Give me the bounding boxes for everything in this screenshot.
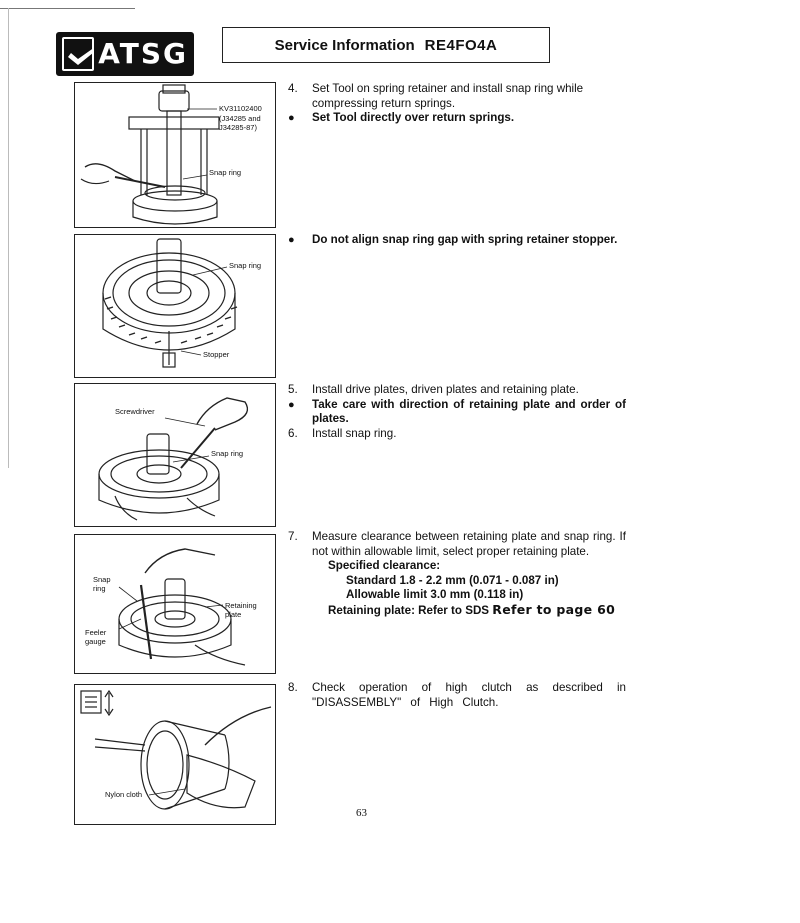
figure-measure-clearance: Snap ring Retaining plate Feeler gauge [74,534,276,674]
page-reference: Refer to page 60 [492,601,616,617]
step-7: 7. Measure clearance between retaining p… [288,530,626,618]
tool-alt-label: (J34285 and [219,114,261,123]
step-number: 8. [288,681,298,694]
snap-ring-label-2: ring [93,584,106,593]
page-title: Service Information [274,36,415,54]
spec-retaining: Retaining plate: Refer to SDS Refer to p… [288,601,626,619]
bullet-icon: ● [288,112,295,124]
figure-snap-ring-gap: Snap ring Stopper [74,234,276,378]
retaining-plate-label-2: plate [225,610,242,619]
spec-label: Specified clearance: [328,559,441,572]
model-code: RE4FO4A [424,36,498,54]
step-text: Measure clearance between retaining plat… [312,530,626,558]
step-number: 7. [288,530,298,543]
step-number: 5. [288,383,298,396]
bullet-icon: ● [288,234,295,246]
snap-ring-gap-note: ● Do not align snap ring gap with spring… [288,233,626,248]
figure-install-snap-ring-tool: KV31102400 (J34285 and J34285-87) Snap r… [74,82,276,228]
step-5: 5. Install drive plates, driven plates a… [288,383,626,441]
atsg-logo: ATSG [56,32,194,76]
step-note: Take care with direction of retaining pl… [312,397,626,426]
tool-illustration [80,84,220,225]
note-text: Do not align snap ring gap with spring r… [312,233,618,246]
snap-ring-label: Snap ring [209,168,242,177]
air-check-illustration [80,689,272,810]
plates-illustration [98,397,249,521]
snap-ring-label: Snap [93,575,111,584]
tool-alt-label-2: J34285-87) [219,123,257,132]
figure-install-plates: Screwdriver Snap ring [74,383,276,527]
step-note: Set Tool directly over return springs. [312,111,515,124]
retaining-text: Retaining plate: Refer to SDS [328,603,490,617]
step-8: 8. Check operation of high clutch as des… [288,681,626,710]
snap-ring-label: Snap ring [211,449,244,458]
step-text: Install drive plates, driven plates and … [312,383,579,396]
figure-check-operation: Nylon cloth [74,684,276,825]
step-text: Set Tool on spring retainer and install … [312,82,584,110]
up-down-arrow-icon [104,689,114,717]
tool-number-label: KV31102400 [219,104,262,113]
step-number: 4. [288,82,298,95]
step-text: Check operation of high clutch as descri… [312,681,626,709]
step-text: Install snap ring. [312,426,397,440]
header-box: Service Information RE4FO4A [222,27,550,63]
clutch-symbol-icon [80,690,102,714]
bullet-icon: ● [288,398,295,411]
retaining-plate-label: Retaining [225,601,257,610]
checkmark-icon [62,37,95,71]
step-4: 4. Set Tool on spring retainer and insta… [288,82,626,126]
snap-ring-label: Snap ring [229,261,262,270]
logo-text: ATSG [98,37,188,70]
feeler-gauge-label-2: gauge [85,637,106,646]
spec-standard: Standard 1.8 - 2.2 mm (0.071 - 0.087 in) [346,573,559,587]
spec-allowable: Allowable limit 3.0 mm (0.118 in) [346,588,524,601]
scan-margin-line [8,8,9,468]
stopper-label: Stopper [203,350,230,359]
nylon-cloth-label: Nylon cloth [105,790,143,799]
step-number: 6. [288,426,298,440]
screwdriver-label: Screwdriver [115,407,155,416]
page-number: 63 [356,807,367,819]
scan-edge-line [0,8,135,9]
clutch-drum-illustration [102,238,238,368]
feeler-gauge-illustration [118,548,246,666]
feeler-gauge-label: Feeler [85,628,107,637]
